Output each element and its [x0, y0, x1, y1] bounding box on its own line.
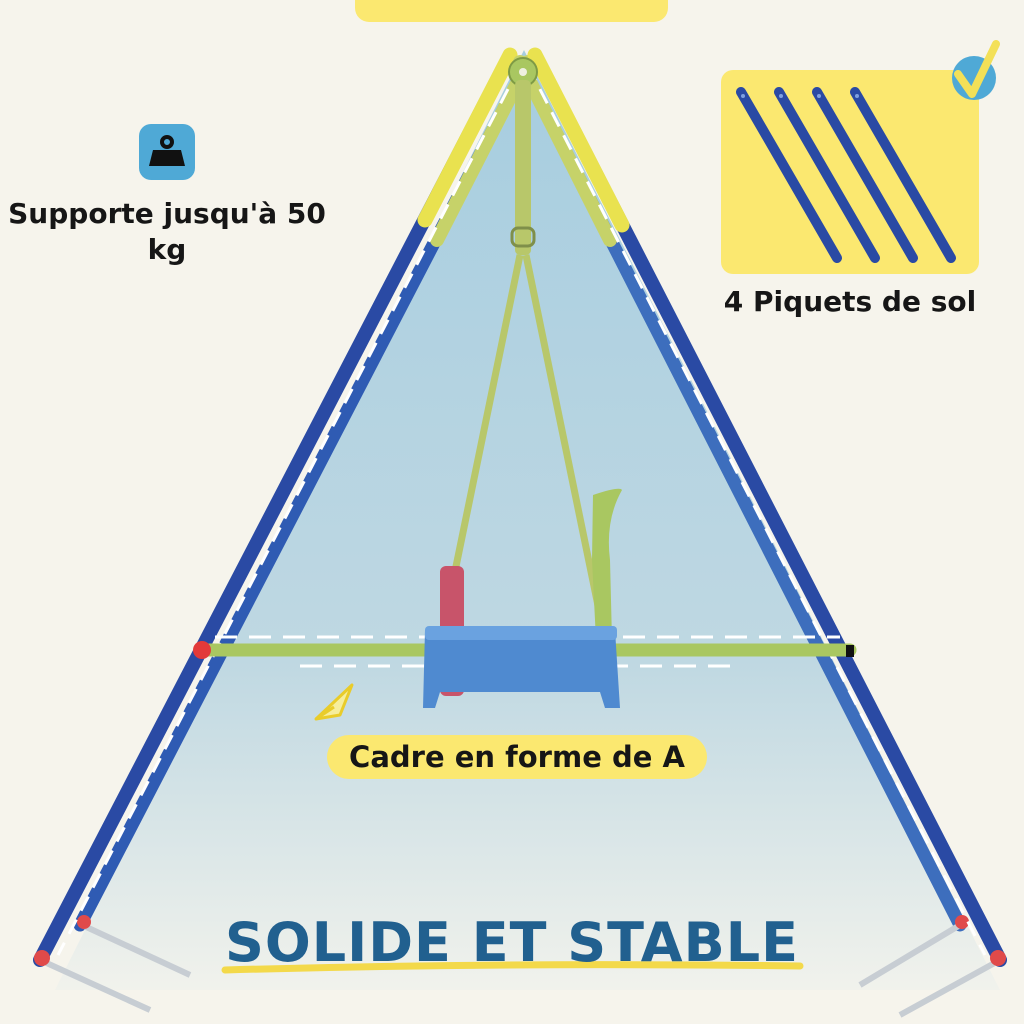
rope-left: [441, 254, 524, 621]
right-leg-top-outer: [527, 47, 630, 233]
left-leg-top-outer: [417, 47, 518, 228]
a-frame: [33, 47, 1007, 1018]
right-foot-rod-2: [858, 922, 962, 988]
a-frame-label: Cadre en forme de A: [327, 735, 707, 779]
rope-right: [522, 254, 607, 631]
right-foot-rod: [898, 957, 1002, 1018]
frame-backdrop: [55, 50, 1000, 990]
crossbar-bolt-left: [193, 641, 211, 659]
headline: SOLIDE ET STABLE: [224, 911, 800, 974]
top-tab: [355, 0, 668, 22]
cursor-arrow-icon: [314, 683, 354, 721]
right-foot-clamp-2: [955, 915, 969, 929]
seat-side-right: [592, 488, 622, 640]
seat-top: [425, 626, 617, 640]
left-foot-clamp: [34, 950, 50, 966]
top-hub-bolt: [519, 68, 527, 76]
right-foot-clamp: [990, 950, 1006, 966]
stakes-illustration: [736, 87, 956, 263]
seat-body: [423, 630, 620, 708]
left-foot-rod: [38, 957, 152, 1013]
weight-icon: [149, 135, 185, 166]
right-leg-top-inner: [513, 55, 617, 247]
left-foot-clamp-2: [77, 915, 91, 929]
swing: [423, 80, 622, 708]
right-leg-highlight: [526, 65, 987, 956]
ground-stakes-label: 4 Piquets de sol: [723, 285, 977, 318]
left-leg-highlight: [56, 65, 522, 956]
left-leg-top-inner: [430, 55, 535, 247]
left-foot-rod-2: [80, 922, 192, 978]
top-rope: [515, 80, 531, 255]
rope-ring: [510, 226, 536, 248]
weight-capacity-label: Supporte jusqu'à 50 kg: [8, 197, 326, 266]
weight-badge: [139, 124, 195, 180]
crossbar-bolt-right: [846, 645, 854, 657]
headline-underline: [221, 961, 804, 974]
check-icon: [952, 40, 1000, 100]
ground-stakes-card: [721, 70, 979, 274]
